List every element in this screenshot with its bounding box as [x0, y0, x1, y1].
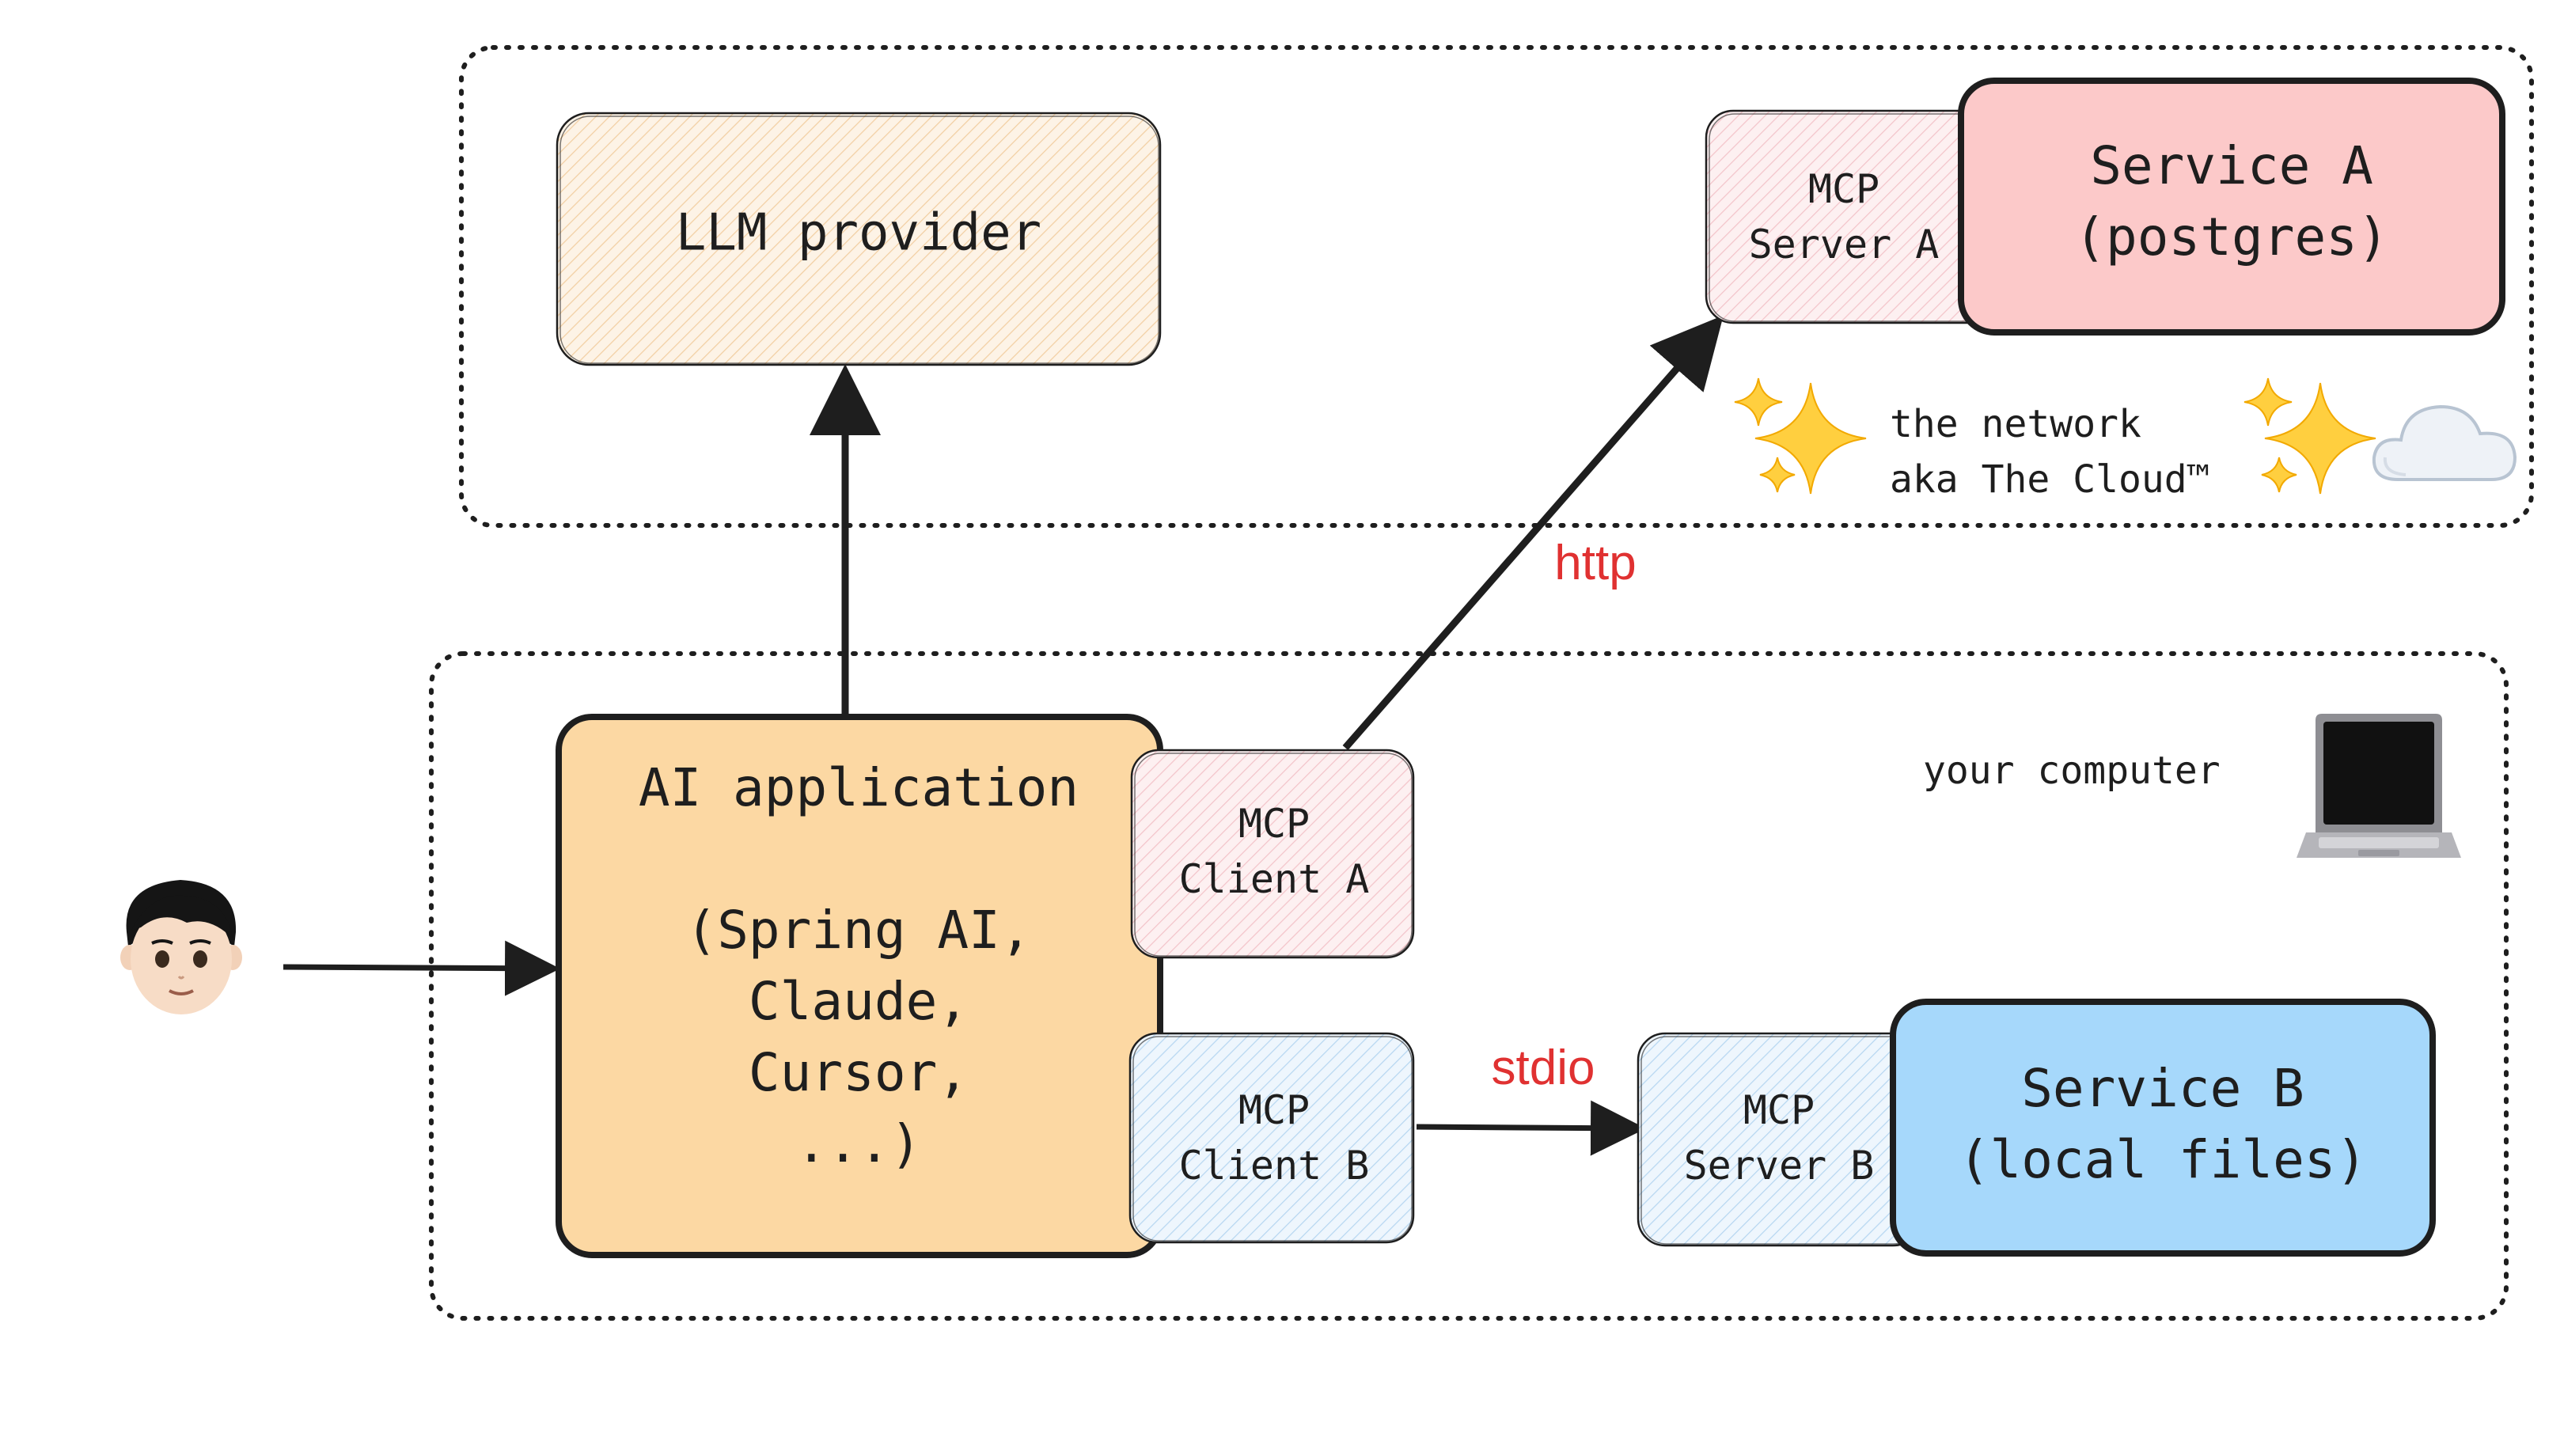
cloud-region-label-line2: aka The Cloud™	[1890, 457, 2210, 502]
service-b-node[interactable]: Service B (local files)	[1890, 999, 2436, 1257]
service-a-label-line2: (postgres)	[2074, 207, 2388, 267]
computer-region-border	[429, 651, 2509, 1321]
laptop-icon	[2297, 714, 2461, 858]
ai-application-title: AI application	[639, 757, 1079, 818]
arrow-http	[1342, 315, 1724, 750]
mcp-client-b-label-line2: Client B	[1179, 1143, 1370, 1189]
mcp-server-b-node[interactable]: MCP Server B	[1637, 1032, 1921, 1247]
service-b-label-line2: (local files)	[1959, 1129, 2368, 1190]
mcp-server-a-label-line1: MCP	[1808, 166, 1879, 212]
computer-region-label: your computer	[1923, 749, 2221, 793]
ai-application-examples-line1: (Spring AI,	[685, 900, 1031, 961]
cloud-region	[459, 45, 2534, 528]
service-b-label-line1: Service B	[2021, 1058, 2304, 1119]
llm-provider-label: LLM provider	[676, 204, 1041, 263]
ai-application-examples-line2: Claude,	[749, 971, 969, 1032]
mcp-server-a-label-line2: Server A	[1749, 222, 1940, 267]
service-a-label-line1: Service A	[2090, 135, 2373, 196]
mcp-client-a-label-line2: Client A	[1179, 856, 1370, 902]
mcp-client-b-label-line1: MCP	[1238, 1087, 1310, 1133]
mcp-server-b-label-line1: MCP	[1743, 1087, 1815, 1133]
mcp-client-b-node[interactable]: MCP Client B	[1128, 1032, 1415, 1244]
llm-provider-node: LLM provider	[556, 112, 1162, 366]
mcp-server-a-node[interactable]: MCP Server A	[1705, 109, 1996, 324]
cloud-region-label-line1: the network	[1890, 402, 2141, 446]
arrow-stdio	[1416, 1100, 1646, 1156]
mcp-client-a-node[interactable]: MCP Client A	[1130, 749, 1415, 959]
ai-application-examples-line4: ...)	[796, 1113, 922, 1174]
service-a-node[interactable]: Service A (postgres)	[1958, 78, 2505, 336]
person-icon	[120, 880, 242, 1014]
http-label: http	[1554, 536, 1636, 590]
cloud-region-border	[459, 45, 2534, 528]
arrow-user-to-ai	[283, 940, 560, 996]
mcp-client-a-label-line1: MCP	[1238, 801, 1310, 847]
mcp-server-b-label-line2: Server B	[1684, 1143, 1875, 1189]
sparkles-icon	[1734, 377, 1867, 495]
sparkles-icon	[2244, 377, 2376, 495]
cloud-icon	[2372, 404, 2517, 481]
ai-application-examples-line3: Cursor,	[749, 1042, 969, 1103]
ai-application-node[interactable]: AI application (Spring AI, Claude, Curso…	[556, 714, 1163, 1258]
computer-region	[429, 651, 2509, 1321]
stdio-label: stdio	[1492, 1041, 1595, 1095]
